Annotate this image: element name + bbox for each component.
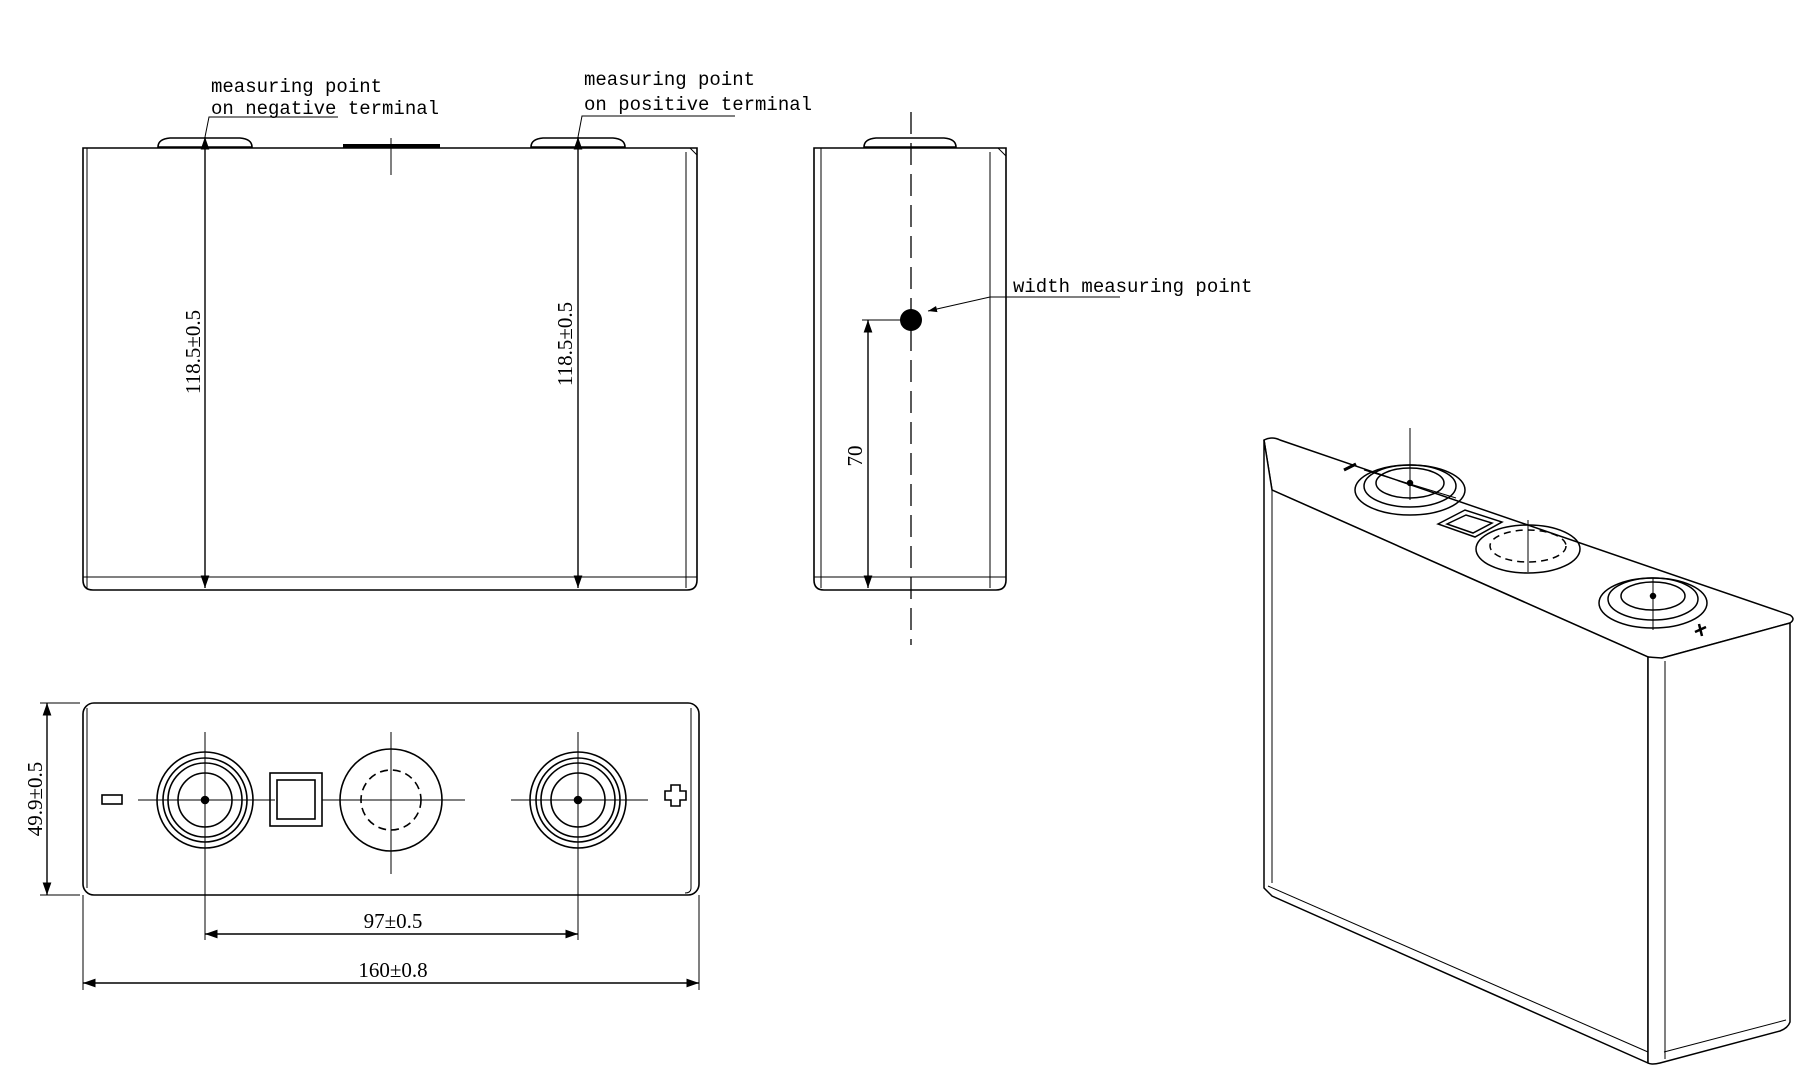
width-point-label: width measuring point [1013, 276, 1252, 298]
negative-terminal-leader [204, 116, 338, 138]
negative-label-line2: on negative terminal [211, 98, 439, 120]
side-terminal-cap [863, 137, 957, 148]
top-safety-vent [322, 732, 465, 874]
side-body [813, 147, 1007, 591]
iso-positive-terminal [1598, 577, 1708, 630]
height-dimension-left-label: 118.5±0.5 [181, 310, 205, 394]
front-body [82, 147, 698, 591]
terminal-spacing-label: 97±0.5 [364, 909, 423, 933]
length-label: 160±0.8 [358, 958, 427, 982]
width-point-leader [927, 296, 1120, 313]
width-measuring-point-dot [900, 309, 922, 331]
iso-square-marker [1436, 509, 1504, 538]
positive-sign-icon [664, 784, 687, 807]
top-positive-terminal [511, 732, 648, 940]
iso-negative-sign-icon [1343, 462, 1357, 472]
front-view [82, 115, 735, 591]
iso-negative-terminal [1354, 428, 1466, 516]
negative-sign-icon [101, 794, 123, 805]
height-dimension-right-label: 118.5±0.5 [553, 302, 577, 386]
negative-label-line1: measuring point [211, 76, 382, 98]
positive-label-line2: on positive terminal [584, 94, 812, 116]
thickness-label: 49.9±0.5 [23, 762, 47, 837]
top-negative-terminal [138, 732, 275, 865]
positive-terminal-leader [577, 115, 735, 138]
side-view [813, 112, 1120, 645]
top-view [40, 702, 700, 990]
iso-positive-sign-icon [1694, 623, 1707, 637]
iso-front-face [1647, 622, 1791, 1065]
positive-label-line1: measuring point [584, 69, 755, 91]
iso-safety-vent [1475, 520, 1581, 574]
side-height-label: 70 [843, 446, 867, 467]
isometric-view [1263, 428, 1794, 1065]
